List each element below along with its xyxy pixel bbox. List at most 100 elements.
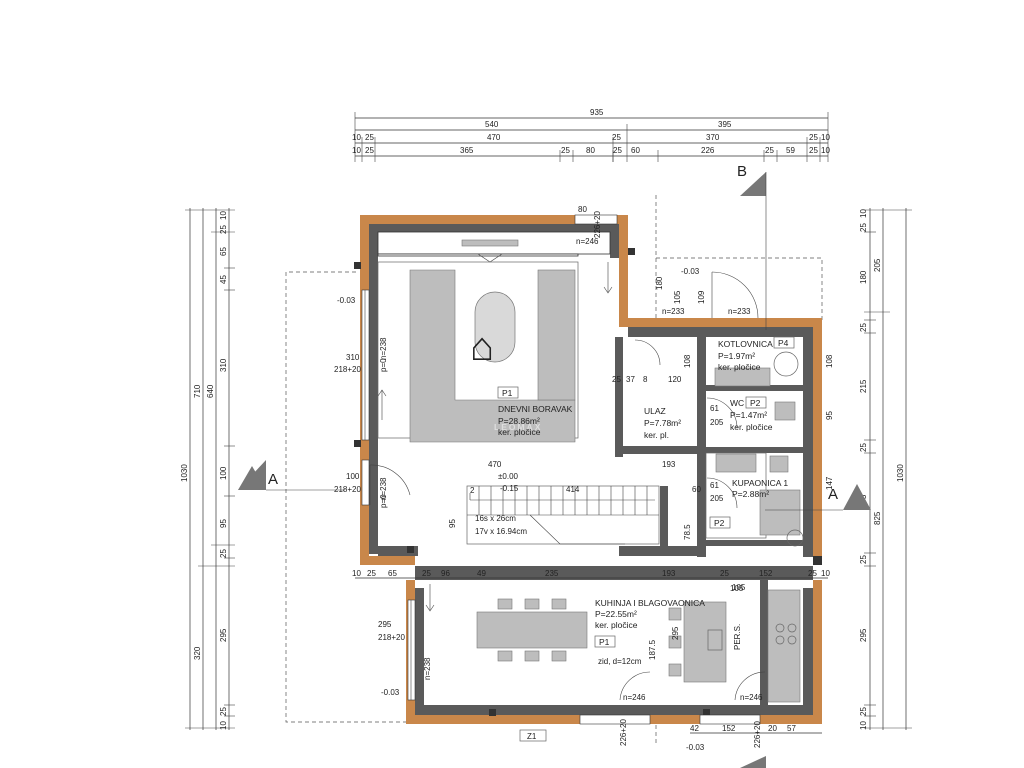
- bottom-dim-152: 152: [722, 724, 736, 733]
- dim-25: 25: [365, 133, 374, 142]
- n238-door: n=238: [379, 477, 388, 500]
- dim-left-710: 710: [193, 384, 202, 398]
- n233-a: n=233: [662, 307, 685, 316]
- dim-left-310: 310: [219, 358, 228, 372]
- dim-left-65: 65: [219, 247, 228, 256]
- dim-left-100: 100: [219, 466, 228, 480]
- inner-37: 37: [626, 375, 635, 384]
- n238-kitchen: n=238: [423, 657, 432, 680]
- dim-226: 226: [701, 146, 715, 155]
- bottom-dim-57: 57: [787, 724, 796, 733]
- level-zero: ±0.00: [498, 472, 519, 481]
- win-226-bottom-r: 226+20: [753, 721, 762, 748]
- section-b-top-label: B: [737, 163, 747, 180]
- section-marker-b-top: B: [737, 163, 767, 768]
- inner-180: 180: [655, 276, 664, 290]
- dim-10: 10: [352, 146, 361, 155]
- tag-p1-living: P1: [502, 388, 513, 398]
- inner-25: 25: [612, 375, 621, 384]
- entry-name: ULAZ: [644, 406, 666, 416]
- win-218-a: 218+20: [334, 365, 361, 374]
- dim-right-215: 215: [859, 379, 868, 393]
- dim-25: 25: [613, 146, 622, 155]
- pers-label: PER.S.: [733, 624, 742, 650]
- room-kitchen: KUHINJA I BLAGOVAONICA P=22.55m² ker. pl…: [594, 598, 705, 648]
- bottom-dim-20: 20: [768, 724, 777, 733]
- inner-187: 187.5: [648, 639, 657, 660]
- win-226-bottom: 226+20: [619, 719, 628, 746]
- dim-right-25: 25: [859, 555, 868, 564]
- interior-walls: [354, 248, 822, 716]
- dim-right-25: 25: [859, 223, 868, 232]
- inner-105: 105: [673, 290, 682, 304]
- stair-step-number: 2: [470, 486, 475, 495]
- level-minus-003-bottom: -0.03: [381, 688, 400, 697]
- win-100: 100: [346, 472, 360, 481]
- boiler-floor: ker. pločice: [718, 362, 761, 372]
- n246-right: n=246: [740, 693, 763, 702]
- mid-dim-25: 25: [422, 569, 431, 578]
- inner-105-k: 105: [730, 584, 744, 593]
- dim-left-25: 25: [219, 549, 228, 558]
- room-wc: WC P2 P=1.47m² ker. pločice: [730, 396, 773, 432]
- room-bath: KUPAONICA 1 P=2.88m² P2: [709, 478, 788, 529]
- win-310: 310: [346, 353, 360, 362]
- inner-108-a: 108: [683, 354, 692, 368]
- level-minus-003-left: -0.03: [337, 296, 356, 305]
- boiler-area: P=1.97m²: [718, 351, 755, 361]
- sanitary-fixtures: [705, 351, 804, 547]
- plan-annotations: 16s x 26cm 17v x 16.94cm 2 414 95 ±0.00 …: [334, 205, 834, 752]
- dim-25: 25: [765, 146, 774, 155]
- tag-p1-kitchen: P1: [599, 637, 610, 647]
- n233-b: n=233: [728, 307, 751, 316]
- mid-dim-65: 65: [388, 569, 397, 578]
- dim-365: 365: [460, 146, 474, 155]
- terrace-outline: [285, 195, 823, 745]
- dim-25: 25: [809, 133, 818, 142]
- arrow-markers: [377, 262, 613, 612]
- dim-10: 10: [821, 146, 830, 155]
- inner-205-b: 205: [710, 494, 724, 503]
- dim-935: 935: [590, 108, 604, 117]
- win-80-top: 80: [578, 205, 587, 214]
- bath-name: KUPAONICA 1: [732, 478, 788, 488]
- n246-top: n=246: [576, 237, 599, 246]
- dim-60: 60: [631, 146, 640, 155]
- room-boiler: KOTLOVNICA P4 P=1.97m² ker. pločice: [718, 336, 795, 372]
- mid-dim-49: 49: [477, 569, 486, 578]
- dim-left-640: 640: [206, 384, 215, 398]
- stair-label-a: 16s x 26cm: [475, 514, 516, 523]
- top-dimension-chains: 935 540 395 10 25 470 25 370 25 10 10 25…: [352, 108, 830, 162]
- living-floor: ker. pločice: [498, 427, 541, 437]
- bath-area: P=2.88m²: [732, 489, 769, 499]
- wc-name: WC: [730, 398, 744, 408]
- kitchen-floor: ker. pločice: [595, 620, 638, 630]
- dim-left-25: 25: [219, 707, 228, 716]
- dim-25: 25: [612, 133, 621, 142]
- inner-8: 8: [643, 375, 648, 384]
- inner-147: 147: [825, 476, 834, 490]
- inner-295-k: 295: [671, 626, 680, 640]
- dim-left-320: 320: [193, 646, 202, 660]
- mid-dim-152: 152: [759, 569, 773, 578]
- living-room-furniture: ⌂: [377, 239, 579, 443]
- dim-25: 25: [809, 146, 818, 155]
- boiler-name: KOTLOVNICA: [718, 339, 773, 349]
- middle-dimension-row: 10 25 65 25 96 49 235 193 25 105 152 25 …: [352, 569, 830, 592]
- dim-left-10: 10: [219, 211, 228, 220]
- inner-60: 60: [692, 485, 701, 494]
- win-295: 295: [378, 620, 392, 629]
- dim-left-25: 25: [219, 225, 228, 234]
- inner-61-a: 61: [710, 404, 719, 413]
- mid-dim-25: 25: [808, 569, 817, 578]
- dim-10: 10: [821, 133, 830, 142]
- p0-door: p=0: [379, 494, 388, 508]
- dim-left-45: 45: [219, 275, 228, 284]
- inner-205-a: 205: [710, 418, 724, 427]
- svg-text:⌂: ⌂: [470, 325, 494, 369]
- dim-right-205: 205: [873, 258, 882, 272]
- inner-120: 120: [668, 375, 682, 384]
- dim-right-295: 295: [859, 628, 868, 642]
- kitchen-area: P=22.55m²: [595, 609, 637, 619]
